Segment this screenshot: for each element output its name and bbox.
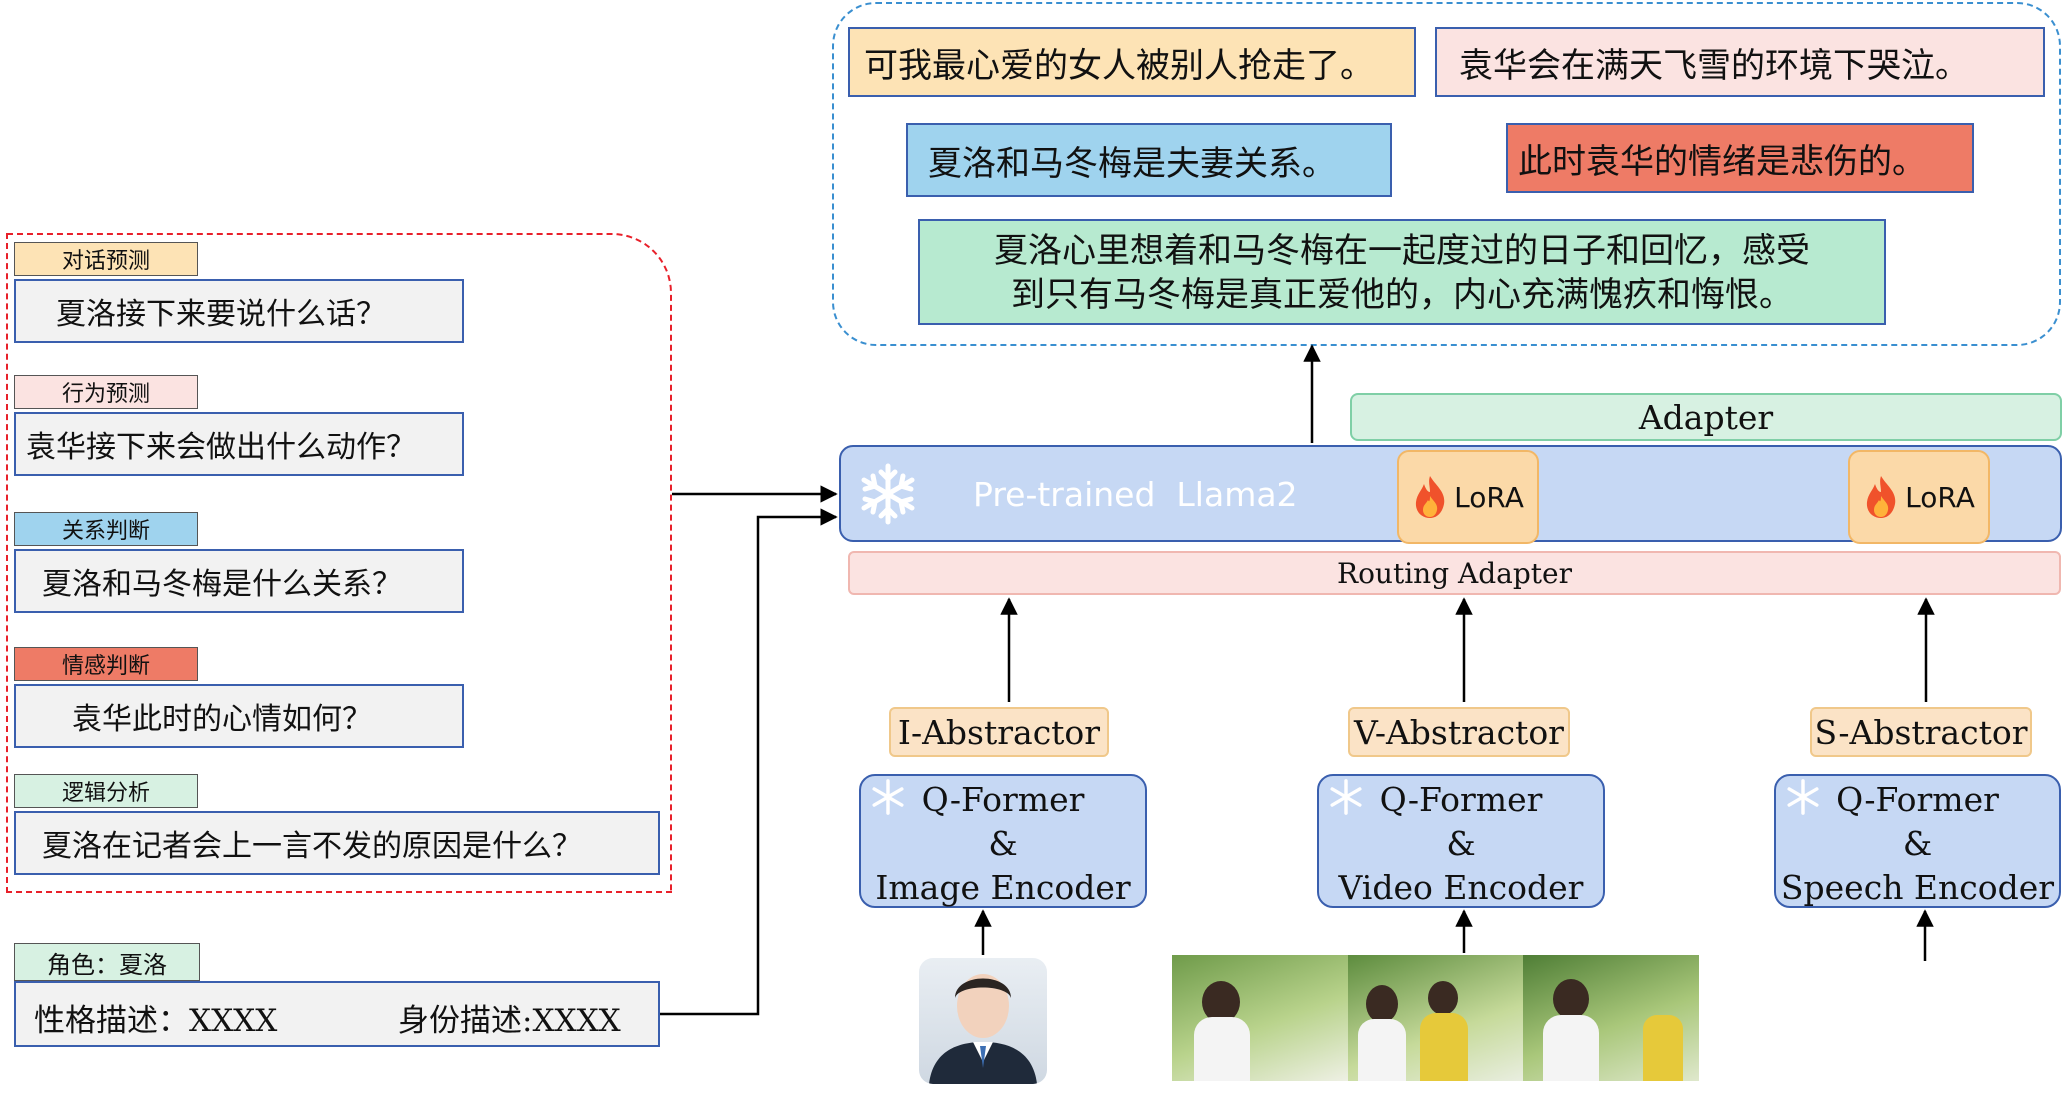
speech-abstractor: S-Abstractor [1810,707,2032,757]
output-behavior: 袁华会在满天飞雪的环境下哭泣。 [1435,27,2045,97]
task-label-relation: 关系判断 [14,512,198,546]
video-frames [1172,955,1700,1081]
task-label-logic: 逻辑分析 [14,774,198,808]
speech-encoder-line1: Q-Former [1836,780,1999,819]
snowflake-icon [861,463,915,525]
video-encoder-line3: Video Encoder [1338,868,1584,907]
output-logic: 夏洛心里想着和马冬梅在一起度过的日子和回忆，感受 到只有马冬梅是真正爱他的，内心… [918,219,1886,325]
task-question-dialogue: 夏洛接下来要说什么话？ [14,279,464,343]
task-question-logic: 夏洛在记者会上一言不发的原因是什么？ [14,811,660,875]
output-logic-line2: 到只有马冬梅是真正爱他的，内心充满愧疚和悔恨。 [1011,275,1793,315]
video-encoder-line1: Q-Former [1379,780,1543,819]
task-label-emotion: 情感判断 [14,647,198,681]
output-emotion: 此时袁华的情绪是悲伤的。 [1506,123,1974,193]
image-encoder-line2: & [988,824,1018,863]
image-encoder-line3: Image Encoder [875,868,1131,907]
video-frame-2 [1347,955,1524,1081]
identity-description: 身份描述:XXXX [398,1003,621,1039]
snowflake-icon [872,779,904,815]
snowflake-icon [1787,779,1819,815]
speech-encoder-line2: & [1902,824,1933,863]
lora-module-1: LoRA [1397,450,1539,544]
fire-icon [1416,476,1445,518]
video-frame-1 [1172,955,1348,1081]
role-description-box: 性格描述：XXXX 身份描述:XXXX [14,981,660,1047]
task-panel [6,233,672,893]
adapter: Adapter [1350,393,2062,441]
speech-encoder: Q-Former & Speech Encoder [1774,774,2061,908]
portrait-image [919,958,1047,1084]
task-question-relation: 夏洛和马冬梅是什么关系？ [14,549,464,613]
task-question-emotion: 袁华此时的心情如何？ [14,684,464,748]
routing-adapter: Routing Adapter [848,551,2061,595]
task-question-behavior: 袁华接下来会做出什么动作？ [14,412,464,476]
task-label-dialogue: 对话预测 [14,242,198,276]
video-abstractor: V-Abstractor [1348,707,1570,757]
video-encoder-line2: & [1446,824,1476,863]
lora-module-2: LoRA [1848,450,1990,544]
image-encoder-line1: Q-Former [921,780,1085,819]
snowflake-icon [1330,779,1362,815]
role-to-llm-arrow [660,508,838,1016]
output-relation: 夏洛和马冬梅是夫妻关系。 [906,123,1392,197]
output-logic-line1: 夏洛心里想着和马冬梅在一起度过的日子和回忆，感受 [994,231,1810,271]
output-dialogue: 可我最心爱的女人被别人抢走了。 [848,27,1416,97]
video-encoder: Q-Former & Video Encoder [1317,774,1605,908]
waveform-icon [1800,973,2036,1075]
lora-label-2: LoRA [1905,480,1975,514]
role-label: 角色：夏洛 [14,943,200,981]
llm-block: Pre-trained Llama2 LoRA LoRA [839,445,2062,544]
output-panel [832,2,2061,346]
speech-encoder-line3: Speech Encoder [1780,868,2055,907]
fire-icon [1867,476,1896,518]
llm-label: Pre-trained Llama2 [973,475,1298,514]
personality-description: 性格描述：XXXX [34,1003,278,1039]
image-encoder: Q-Former & Image Encoder [859,774,1147,908]
task-label-behavior: 行为预测 [14,375,198,409]
image-abstractor: I-Abstractor [889,707,1109,757]
lora-label-1: LoRA [1454,480,1524,514]
video-frame-3 [1523,955,1700,1081]
